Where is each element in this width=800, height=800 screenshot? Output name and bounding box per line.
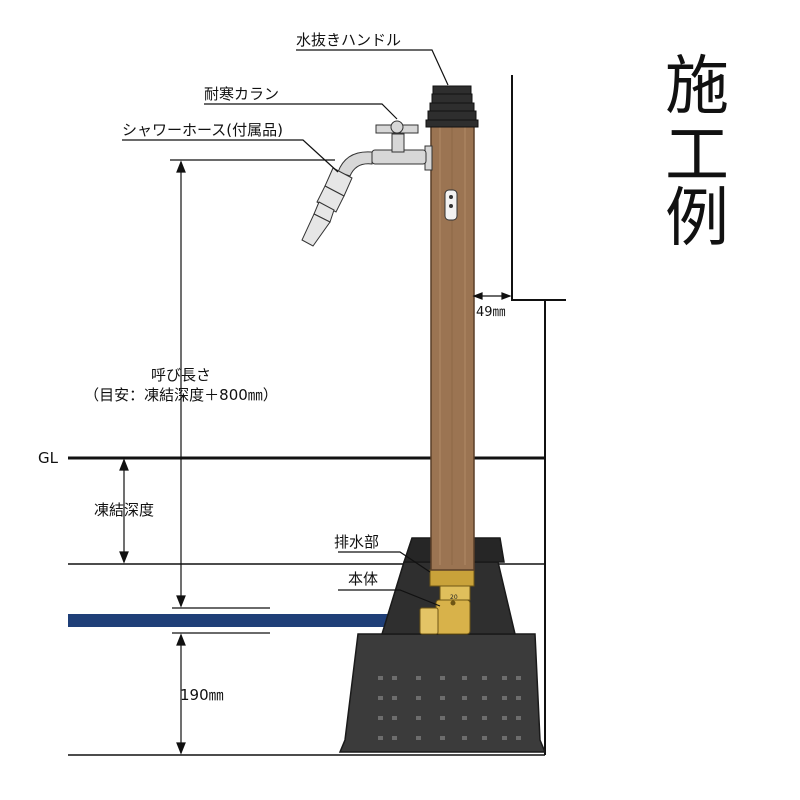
leader-lines — [122, 49, 449, 607]
dim-freeze-depth — [119, 458, 129, 564]
dim-nominal-length — [172, 160, 270, 609]
label-freeze-depth: 凍結深度 — [94, 501, 154, 519]
valve-body — [419, 569, 475, 635]
drain-handle — [425, 85, 479, 128]
label-cold-tap: 耐寒カラン — [204, 85, 279, 103]
wall-outline — [511, 75, 566, 755]
body-marking: 20 — [450, 594, 458, 601]
supply-pipe — [68, 614, 420, 627]
standing-post — [430, 119, 475, 571]
label-drain-part: 排水部 — [334, 533, 379, 551]
dim-190 — [172, 632, 270, 755]
cold-tap — [337, 120, 433, 177]
label-dim-49: 49㎜ — [476, 305, 506, 320]
shower-hose — [301, 167, 353, 247]
title-char-1: 施 — [665, 50, 729, 124]
label-nominal-length-2: （目安：凍結深度＋800㎜） — [84, 386, 278, 404]
title-char-3: 例 — [665, 182, 729, 256]
title-char-2: 工 — [665, 119, 729, 193]
label-nominal-length-1: 呼び長さ — [151, 366, 211, 384]
label-drain-handle: 水抜きハンドル — [296, 31, 401, 49]
label-shower-hose: シャワーホース(付属品) — [122, 121, 283, 139]
hose-hook — [444, 189, 458, 221]
label-body: 本体 — [348, 570, 378, 588]
dim-49 — [472, 292, 512, 300]
label-gl: GL — [38, 449, 59, 467]
label-dim-190: 190㎜ — [180, 686, 224, 704]
